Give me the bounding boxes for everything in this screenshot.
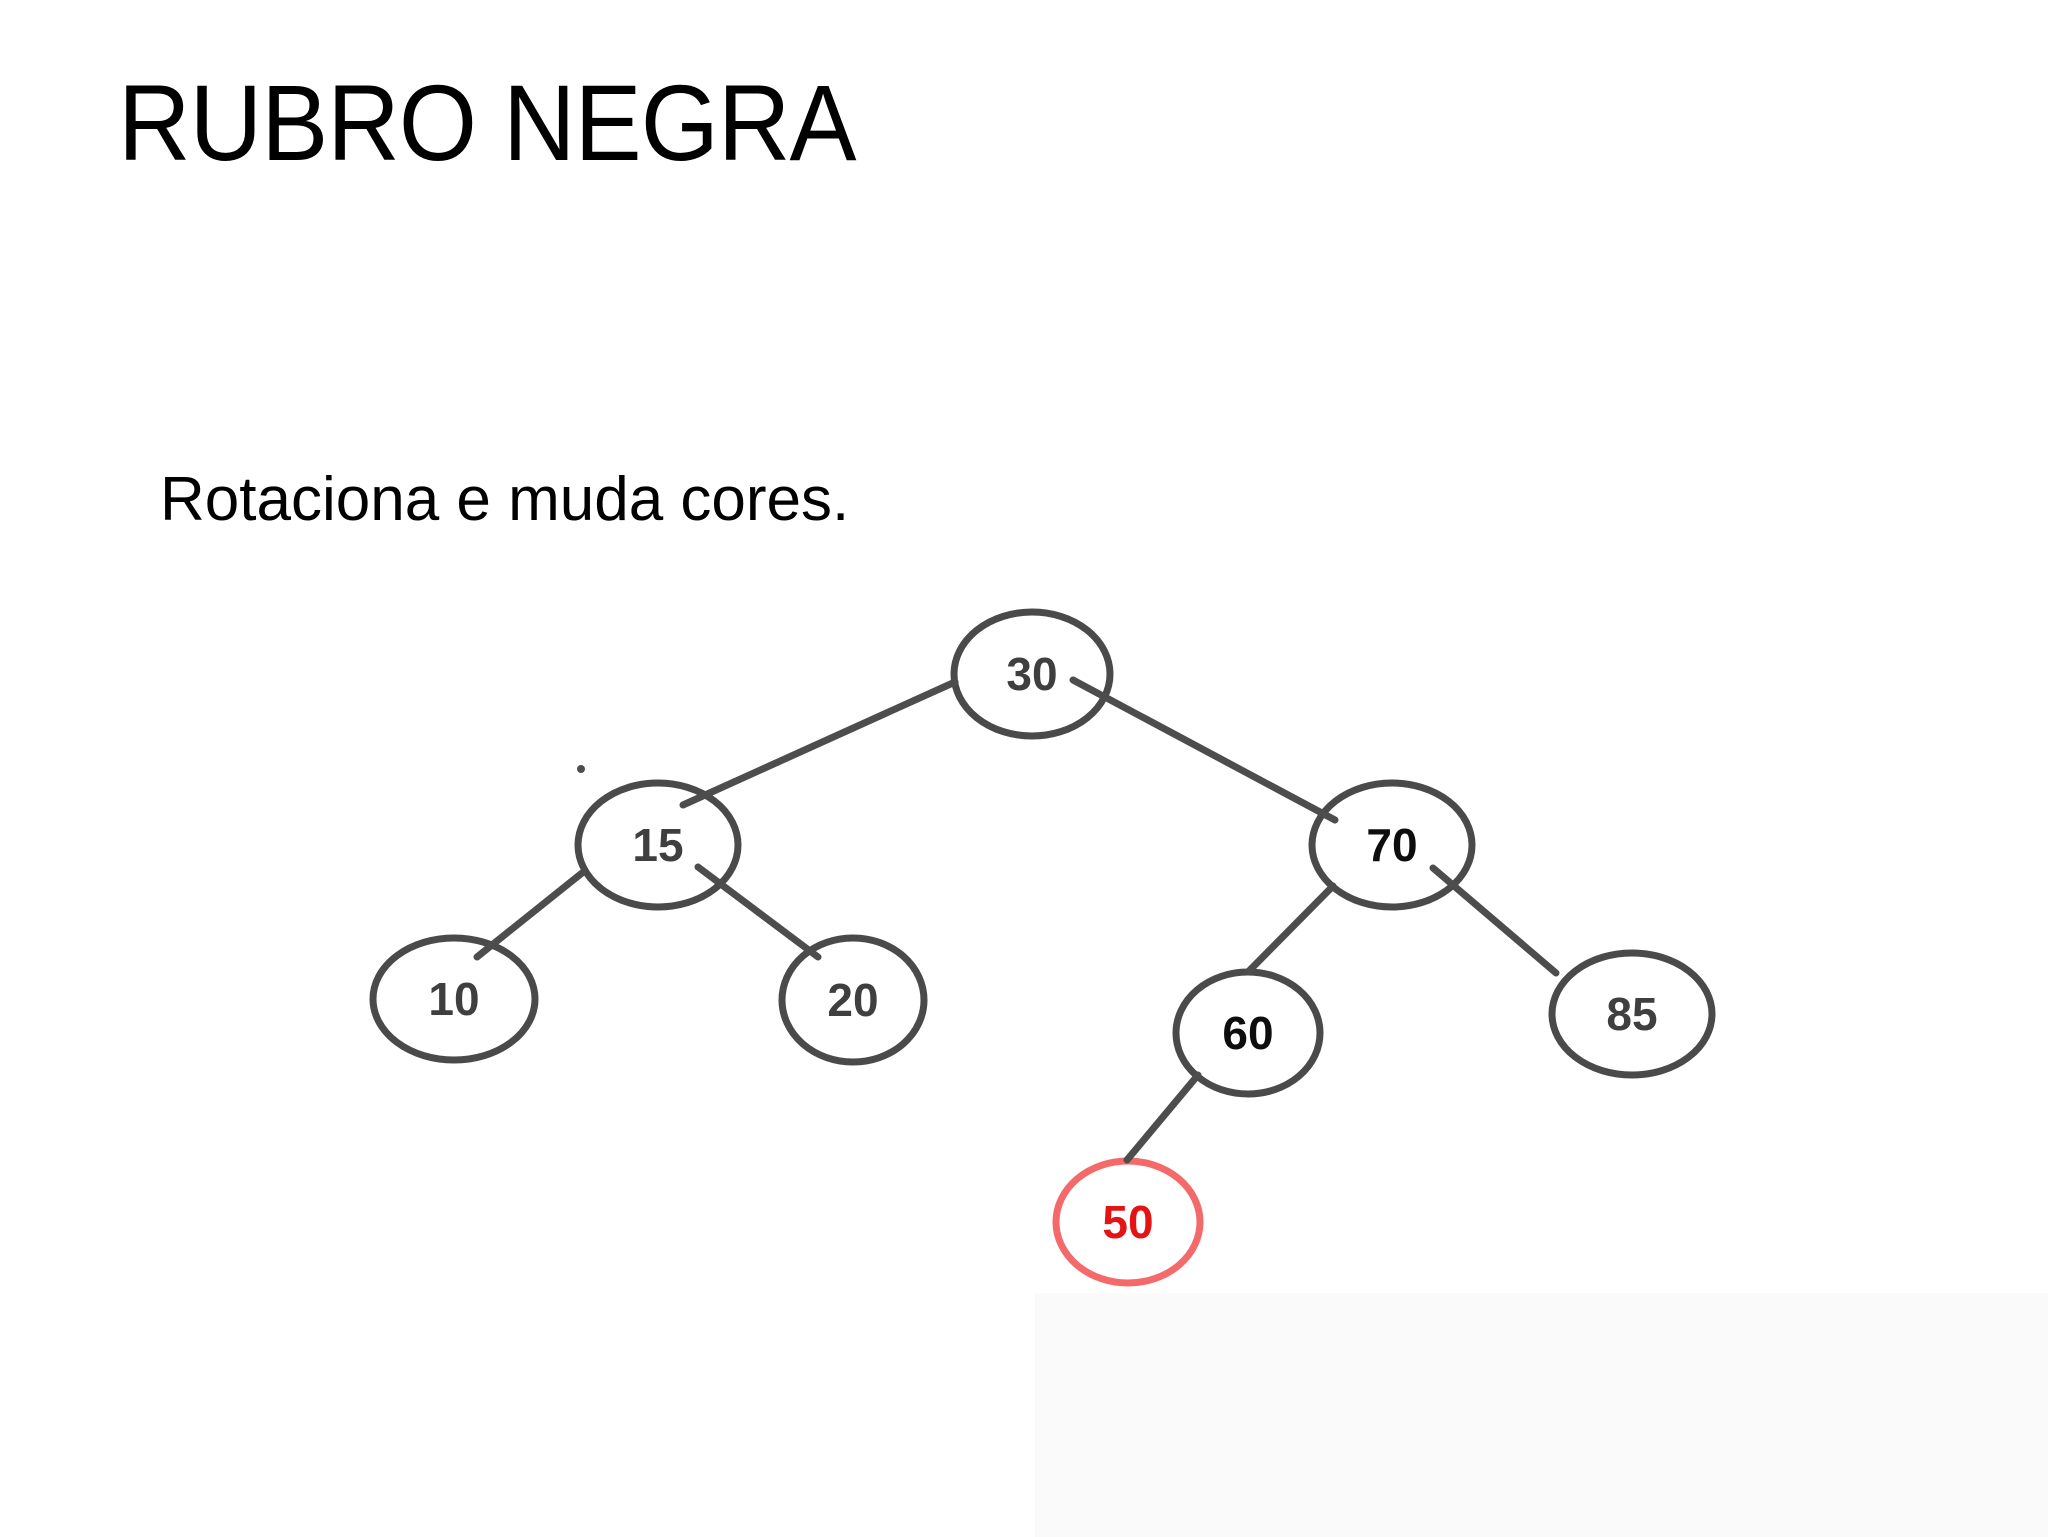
node-label-10: 10 — [428, 973, 479, 1025]
node-ellipse-85 — [1548, 949, 1716, 1079]
node-ellipse-10 — [369, 934, 539, 1064]
stray-dot — [577, 765, 585, 773]
edge-70-85 — [1429, 864, 1560, 977]
node-label-50: 50 — [1102, 1196, 1153, 1248]
slide-subtitle: Rotaciona e muda cores. — [160, 465, 850, 534]
edge-30-15 — [679, 678, 959, 809]
edge-60-50 — [1123, 1071, 1202, 1164]
footer-panel — [1035, 1293, 2048, 1537]
node-ellipse-15 — [574, 779, 742, 911]
node-label-70: 70 — [1366, 819, 1417, 871]
node-label-20: 20 — [827, 974, 878, 1026]
node-ellipse-30 — [950, 608, 1114, 740]
node-ellipse-70 — [1308, 779, 1476, 911]
node-label-60: 60 — [1222, 1007, 1273, 1059]
edge-30-70 — [1069, 676, 1339, 824]
node-label-30: 30 — [1006, 648, 1057, 700]
edge-15-10 — [473, 869, 586, 961]
node-label-15: 15 — [632, 819, 683, 871]
edge-15-20 — [694, 863, 822, 961]
node-label-85: 85 — [1606, 988, 1657, 1040]
node-ellipse-20 — [778, 934, 928, 1066]
slide-title: RUBRO NEGRA — [118, 62, 857, 183]
edge-70-60 — [1244, 882, 1337, 976]
